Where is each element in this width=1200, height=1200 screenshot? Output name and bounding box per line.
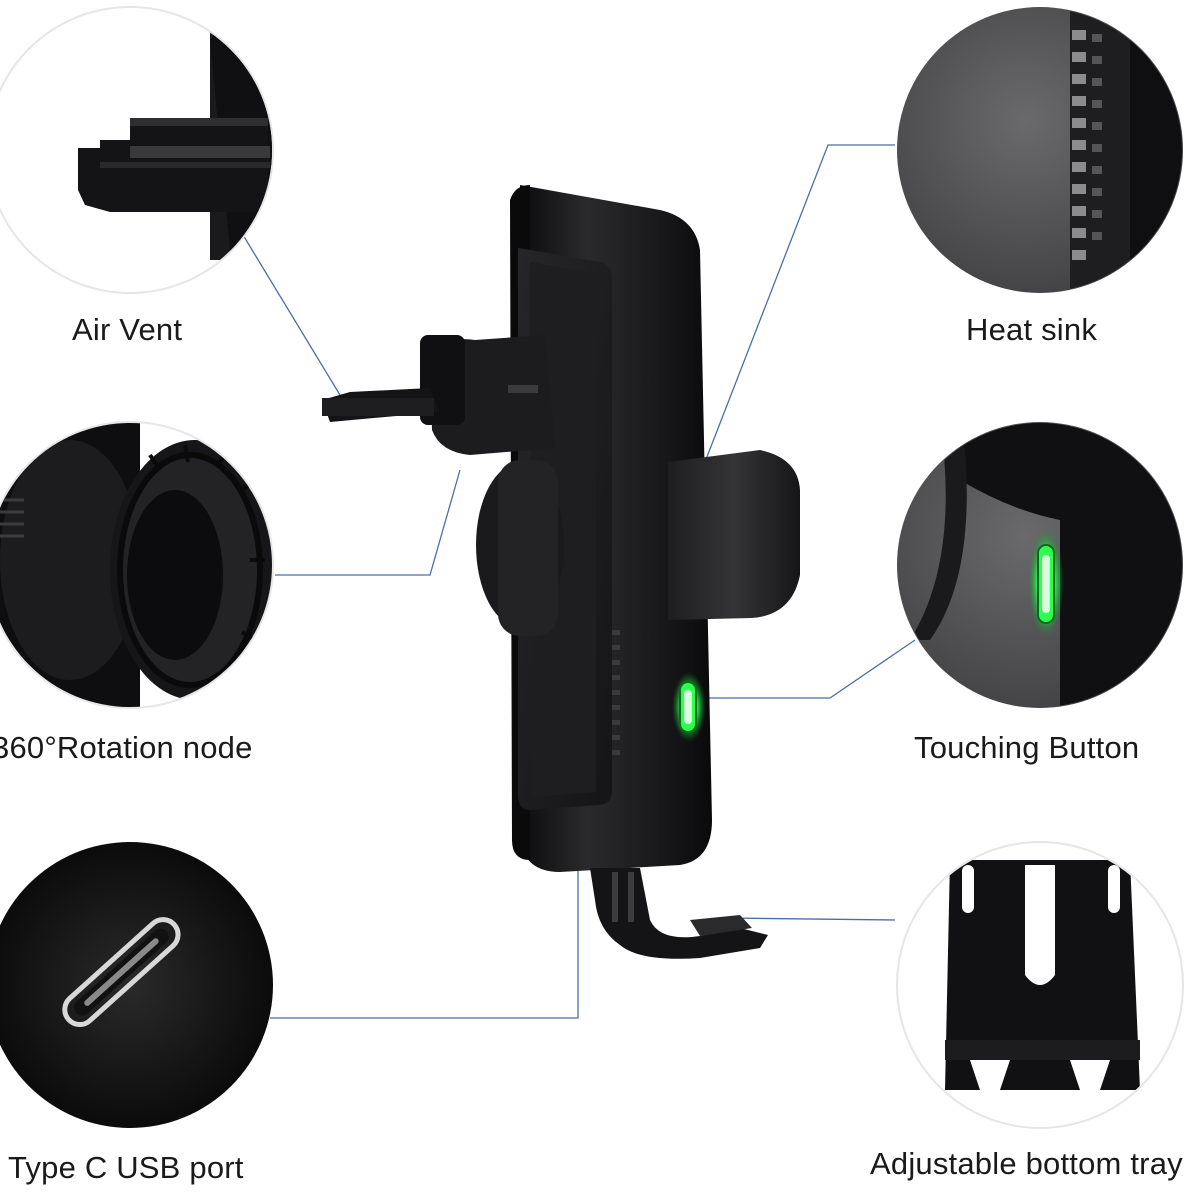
leader-usb xyxy=(270,868,579,1019)
heat-sink-detail xyxy=(897,7,1183,293)
air-vent-detail xyxy=(0,6,274,294)
usb-port-detail xyxy=(0,842,273,1128)
label-bottom-tray: Adjustable bottom tray xyxy=(870,1146,1183,1181)
label-air-vent: Air Vent xyxy=(72,312,183,347)
leader-touch xyxy=(706,639,916,699)
touch-button-detail xyxy=(897,422,1183,708)
rotation-node-detail xyxy=(0,421,274,709)
leader-tray xyxy=(723,917,896,921)
label-rotation-node: 360°Rotation node xyxy=(0,730,253,765)
label-usb-port: Type C USB port xyxy=(8,1150,244,1185)
bottom-tray-detail xyxy=(896,841,1184,1129)
car-mount-product xyxy=(322,185,800,959)
label-touch-button: Touching Button xyxy=(914,730,1140,765)
leader-air-vent xyxy=(239,229,341,396)
leader-rotation xyxy=(275,469,461,576)
label-heat-sink: Heat sink xyxy=(966,312,1098,347)
